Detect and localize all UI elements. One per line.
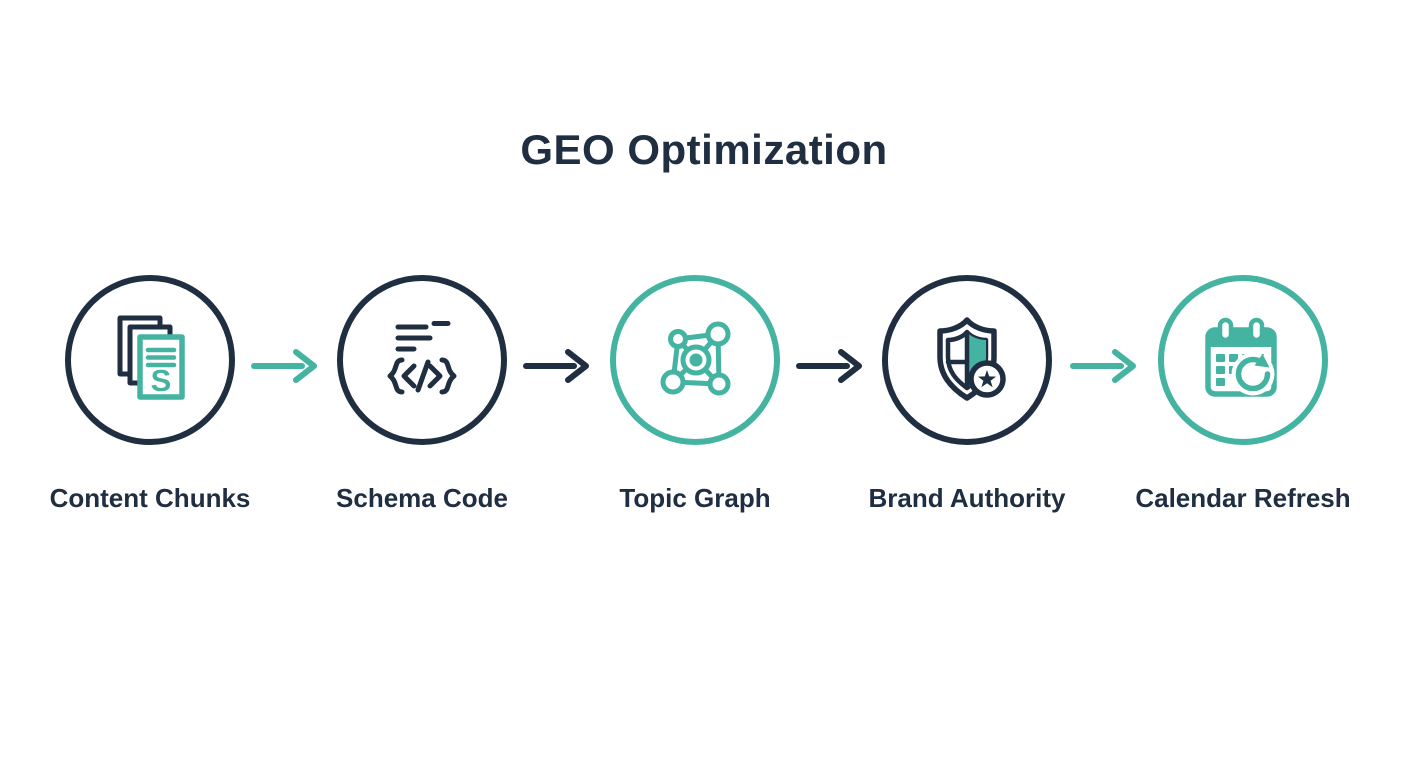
calendar-refresh-icon xyxy=(1205,317,1277,397)
brand-authority-icon xyxy=(937,317,1006,401)
step-schema-code: Schema Code xyxy=(292,275,552,513)
step-circle xyxy=(882,275,1052,445)
content-chunks-icon: S xyxy=(117,315,185,400)
step-label: Calendar Refresh xyxy=(1135,483,1351,513)
refresh-arrowhead xyxy=(1254,354,1270,368)
arrow-right-icon xyxy=(523,349,589,383)
page-title: GEO Optimization xyxy=(520,126,888,173)
step-content-chunks: S Content Chunks xyxy=(20,275,280,513)
topic-graph-icon xyxy=(660,321,731,396)
arrow-right-icon xyxy=(796,349,862,383)
arrow-right-icon xyxy=(251,349,317,383)
step-label: Schema Code xyxy=(336,483,508,513)
step-circle xyxy=(337,275,507,445)
star-icon xyxy=(978,370,996,388)
step-calendar-refresh: Calendar Refresh xyxy=(1113,275,1373,513)
step-circle xyxy=(1158,275,1328,445)
step-brand-authority: Brand Authority xyxy=(837,275,1097,513)
step-label: Content Chunks xyxy=(49,483,251,513)
step-circle xyxy=(610,275,780,445)
step-circle: S xyxy=(65,275,235,445)
step-label: Topic Graph xyxy=(619,483,771,513)
arrow-right-icon xyxy=(1070,349,1136,383)
schema-code-icon xyxy=(387,321,457,395)
refresh-arc xyxy=(1235,356,1271,392)
step-topic-graph: Topic Graph xyxy=(565,275,825,513)
document-letter: S xyxy=(151,363,172,398)
step-label: Brand Authority xyxy=(868,483,1066,513)
